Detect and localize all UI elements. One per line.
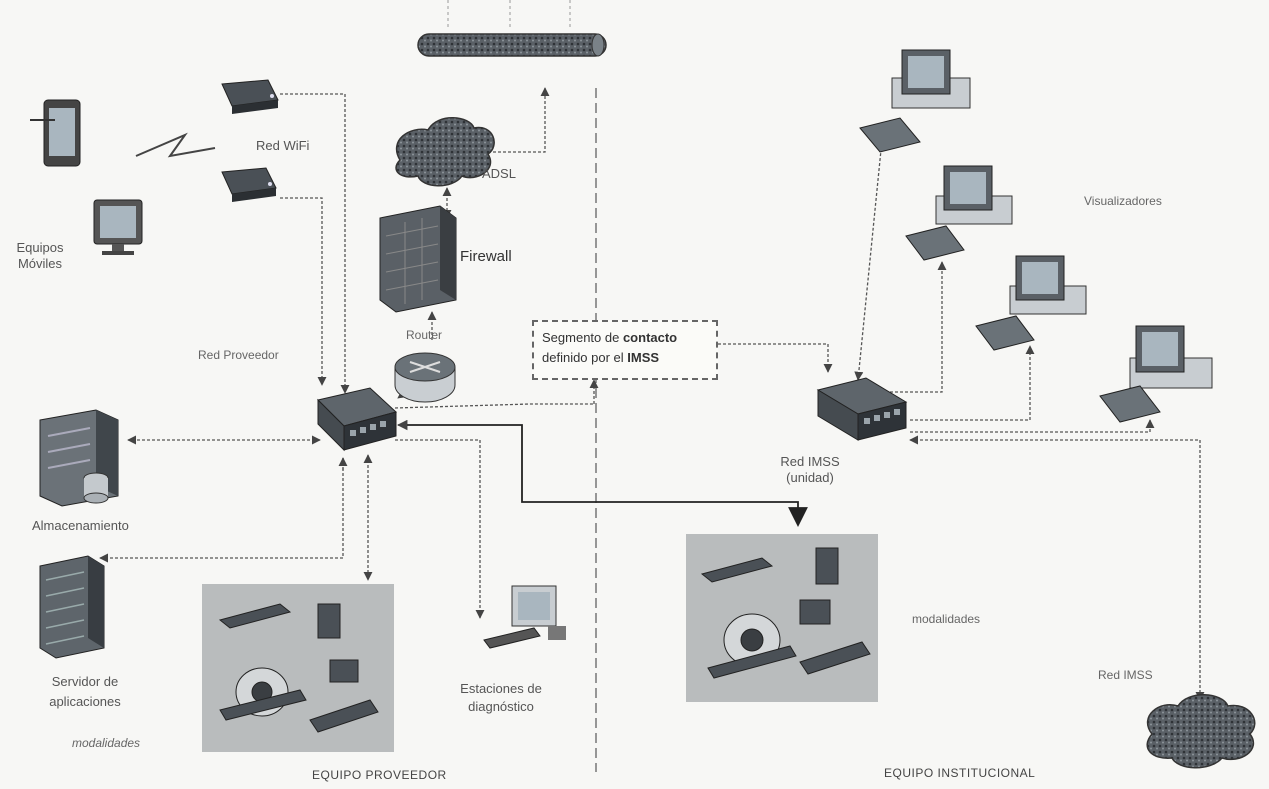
wifi-access-point-bottom-icon xyxy=(221,167,277,202)
provider-network-label: Red Proveedor xyxy=(198,348,279,362)
imss-network-cloud-icon xyxy=(1146,694,1256,769)
modalities-right-label: modalidades xyxy=(912,612,981,626)
router-icon xyxy=(394,352,456,403)
diagnostic-stations-label: Estaciones de diagnóstico xyxy=(436,680,566,716)
storage-label: Almacenamiento xyxy=(32,518,129,533)
institutional-equipment-label: EQUIPO INSTITUCIONAL xyxy=(884,766,1036,780)
contact-segment-text-1: Segmento de xyxy=(542,330,623,345)
contact-segment-line2: definido por el IMSS xyxy=(542,348,708,368)
imss-network-label: Red IMSS xyxy=(1098,668,1153,682)
viewers-label: Visualizadores xyxy=(1084,194,1162,208)
diagnostic-workstation-icon xyxy=(483,585,566,649)
contact-segment-text-2: definido por el xyxy=(542,350,628,365)
app-server-label-line2: aplicaciones xyxy=(49,694,121,709)
mobile-monitor-icon xyxy=(93,199,143,255)
storage-server-icon xyxy=(39,409,119,507)
wifi-network-label: Red WiFi xyxy=(256,138,310,153)
imss-unit-network-label-line1: Red IMSS xyxy=(780,454,840,469)
firewall-label: Firewall xyxy=(460,248,512,265)
mobile-devices-label-line2: Móviles xyxy=(17,256,63,271)
imss-switch-icon xyxy=(816,377,908,441)
wireless-signal-icon xyxy=(135,132,216,158)
connection-lines xyxy=(99,87,1205,701)
app-server-label-line1: Servidor de xyxy=(51,674,119,689)
imss-unit-network-label-line2: (unidad) xyxy=(786,470,834,485)
tablet-icon xyxy=(30,99,81,167)
application-server-icon xyxy=(39,555,105,659)
adsl-cloud-icon xyxy=(395,117,495,187)
diagnostic-stations-label-line1: Estaciones de xyxy=(460,681,542,696)
modalities-left-label: modalidades xyxy=(72,736,141,750)
contact-segment-line1: Segmento de contacto xyxy=(542,328,708,348)
router-label: Router xyxy=(406,328,443,342)
imss-unit-network-label: Red IMSS (unidad) xyxy=(762,454,858,486)
viewer-workstation-2-icon xyxy=(905,165,1013,261)
viewer-workstation-3-icon xyxy=(975,255,1087,351)
firewall-icon xyxy=(379,205,457,313)
diagnostic-stations-label-line2: diagnóstico xyxy=(468,699,534,714)
contact-segment-box: Segmento de contacto definido por el IMS… xyxy=(532,320,718,380)
internet-uplink-lines xyxy=(447,0,571,30)
viewer-workstation-4-icon xyxy=(1099,325,1213,423)
contact-segment-bold-2: IMSS xyxy=(627,350,660,365)
mobile-devices-label-line1: Equipos xyxy=(16,240,64,255)
modalities-left-panel xyxy=(202,584,394,752)
app-server-label: Servidor de aplicaciones xyxy=(30,672,140,712)
provider-switch-icon xyxy=(317,387,398,452)
modalities-right-panel xyxy=(686,534,878,702)
wifi-access-point-top-icon xyxy=(221,79,279,114)
mobile-devices-label: Equipos Móviles xyxy=(8,240,72,272)
contact-segment-bold-1: contacto xyxy=(622,330,678,345)
viewer-workstation-1-icon xyxy=(859,49,971,153)
provider-equipment-label: EQUIPO PROVEEDOR xyxy=(312,768,447,782)
adsl-label: ADSL xyxy=(482,166,516,181)
internet-pipe-icon xyxy=(417,33,607,57)
